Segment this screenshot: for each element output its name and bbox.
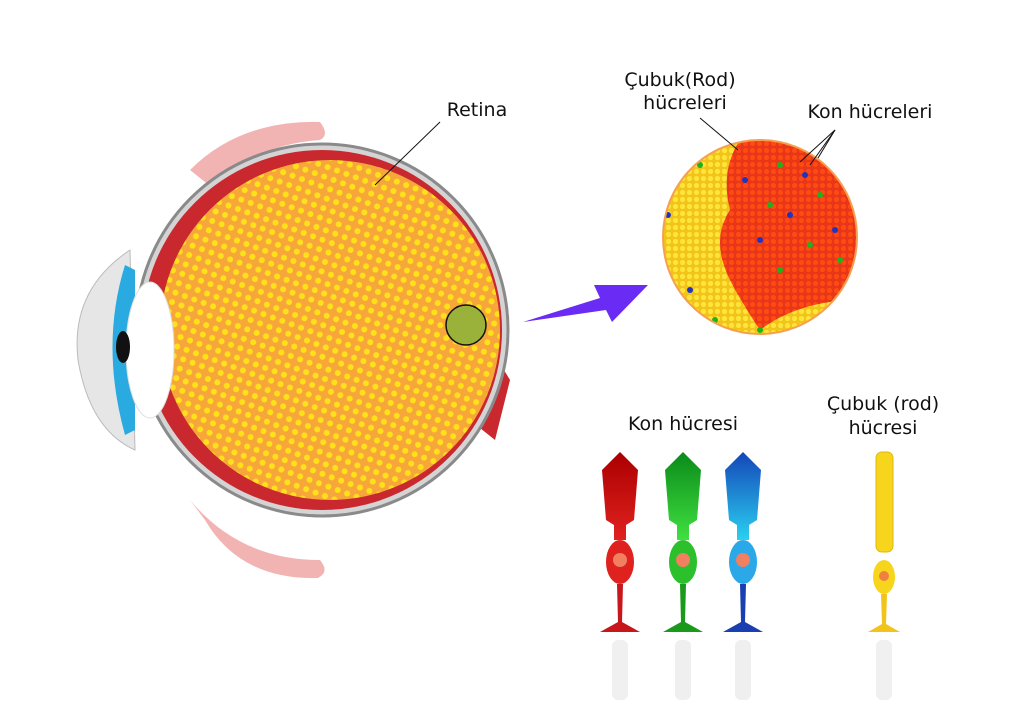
cone-cells-label: Kon hücreleri [808,101,933,123]
cone-cells-pointers [799,129,836,166]
retina-closeup [663,140,857,334]
rod-cells-label-line1: Çubuk(Rod) [624,69,735,91]
rod-cell-label-line2: hücresi [849,417,918,439]
cell-reflections [612,640,892,700]
pupil [116,331,130,363]
red-cone-cell [600,452,640,632]
rod-cell [868,451,900,632]
retina-pointer [374,121,441,186]
blue-cone-cell [723,452,763,632]
magnify-arrow [523,285,648,322]
green-cone-cell [663,452,703,632]
cone-cell-label: Kon hücresi [628,413,738,435]
magnified-region-marker [445,304,487,346]
rod-cells-label-line2: hücreleri [643,92,727,114]
cone-region [720,140,857,330]
lower-eye-muscle [190,500,325,579]
rod-cell-label-line1: Çubuk (rod) [827,393,939,415]
lens [125,281,175,419]
eyeball [76,121,510,579]
cone-dots [665,162,843,333]
retina-label: Retina [447,99,507,121]
rod-cells-pointer [699,117,739,151]
retina [160,160,500,500]
